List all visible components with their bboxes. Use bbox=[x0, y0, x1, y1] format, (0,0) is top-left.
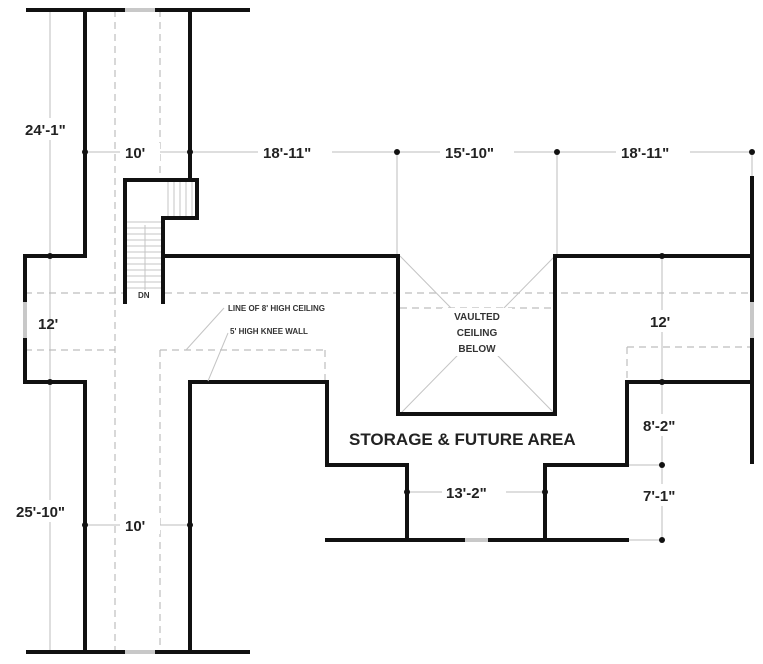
dimension-lines bbox=[49, 10, 753, 652]
dim-corridor-top: 10' bbox=[125, 145, 145, 162]
dimension-dots bbox=[47, 149, 755, 543]
stair: DN bbox=[127, 182, 193, 300]
leader-lines bbox=[185, 307, 229, 382]
dimension-labels: 24'-1" 12' 25'-10" 10' 10' 18'-11" 15'-1… bbox=[14, 118, 690, 535]
dim-corridor-bottom: 10' bbox=[125, 518, 145, 535]
dim-left-mid: 12' bbox=[38, 316, 58, 333]
dim-left-bottom: 25'-10" bbox=[16, 504, 65, 521]
knee-wall-note: 5' HIGH KNEE WALL bbox=[230, 327, 308, 336]
stair-down-label: DN bbox=[138, 291, 150, 300]
dim-bottom-mid: 13'-2" bbox=[446, 485, 487, 502]
vault-label-1: VAULTED bbox=[454, 312, 500, 323]
storage-area-label: STORAGE & FUTURE AREA bbox=[349, 430, 576, 449]
dim-right-2: 8'-2" bbox=[643, 418, 675, 435]
walls bbox=[23, 8, 754, 654]
dim-left-top: 24'-1" bbox=[25, 122, 66, 139]
ceiling-line-note: LINE OF 8' HIGH CEILING bbox=[228, 304, 325, 313]
dim-top-1: 18'-11" bbox=[263, 145, 311, 162]
dim-top-2: 15'-10" bbox=[445, 145, 494, 162]
room-labels: LINE OF 8' HIGH CEILING 5' HIGH KNEE WAL… bbox=[228, 304, 576, 449]
dim-right-1: 12' bbox=[650, 314, 670, 331]
vault-label-2: CEILING bbox=[457, 328, 498, 339]
dim-right-3: 7'-1" bbox=[643, 488, 675, 505]
dim-top-3: 18'-11" bbox=[621, 145, 669, 162]
ceiling-lines bbox=[25, 10, 752, 652]
vault-label-3: BELOW bbox=[458, 344, 496, 355]
